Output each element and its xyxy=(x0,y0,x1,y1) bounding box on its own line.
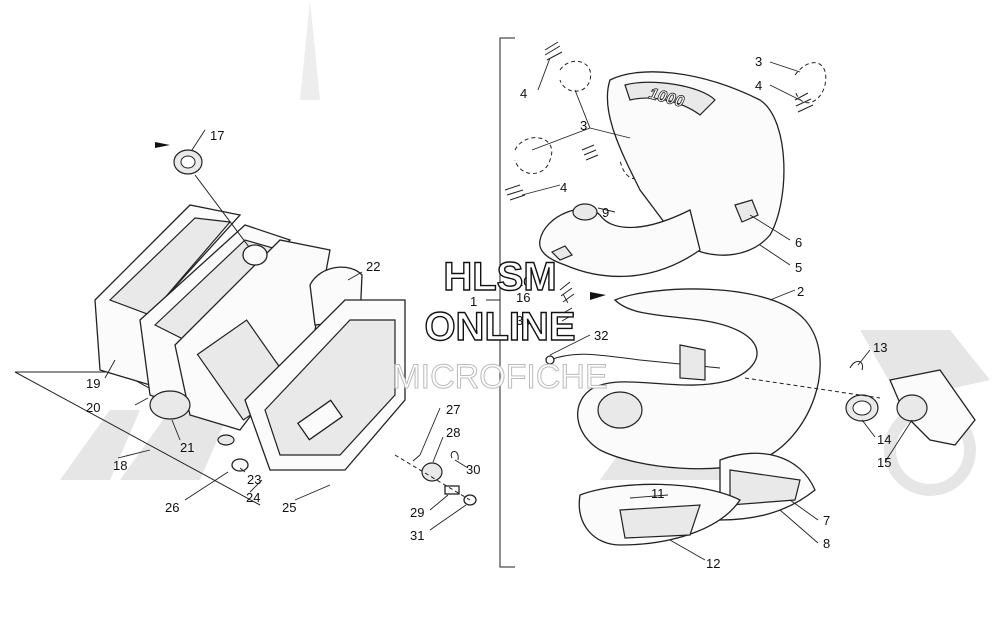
callout-24: 24 xyxy=(246,490,260,505)
callout-26: 26 xyxy=(165,500,179,515)
callout-4-left: 4 xyxy=(560,180,567,195)
part-26-grommet xyxy=(217,434,235,446)
watermark-microfiche: MICROFICHE xyxy=(392,358,607,396)
part-3-clamp-b xyxy=(514,137,553,174)
callout-15: 15 xyxy=(877,455,891,470)
part-28-grommet xyxy=(421,462,443,482)
callout-23: 23 xyxy=(247,472,261,487)
callout-31: 31 xyxy=(410,528,424,543)
callout-18: 18 xyxy=(113,458,127,473)
part-23-grommet xyxy=(231,458,249,472)
callout-11: 11 xyxy=(651,486,665,501)
callout-3-right: 3 xyxy=(755,54,762,69)
part-3-clamp-d xyxy=(794,62,827,103)
callout-27: 27 xyxy=(446,402,460,417)
air-silencer-assembly xyxy=(14,142,477,506)
pipe-9-gasket xyxy=(550,245,573,261)
part-8-insulation xyxy=(729,469,801,506)
watermark: HLSM ONLINE MICROFICHE xyxy=(392,254,608,396)
callout-2: 2 xyxy=(797,284,804,299)
callout-12: 12 xyxy=(706,556,720,571)
callout-20: 20 xyxy=(86,400,100,415)
part-2-expansion-chamber xyxy=(577,288,821,470)
part-10-spring xyxy=(559,281,575,303)
watermark-hlsm: HLSM xyxy=(443,255,556,299)
chamber-outlet xyxy=(597,391,643,429)
part-25-cover-face xyxy=(264,319,396,456)
part-4-spring-left xyxy=(504,184,526,201)
part-32-sensor-tip xyxy=(545,355,555,365)
callout-5: 5 xyxy=(795,260,802,275)
part-27-clip xyxy=(412,454,421,462)
callout-9: 9 xyxy=(602,205,609,220)
callout-3-mid: 3 xyxy=(580,118,587,133)
part-4-spring-mid xyxy=(581,144,599,161)
part-21-seal xyxy=(149,390,191,420)
callout-14: 14 xyxy=(877,432,891,447)
watermark-online: ONLINE xyxy=(424,305,575,349)
part-33-spring xyxy=(559,307,575,322)
callout-25: 25 xyxy=(282,500,296,515)
callout-6: 6 xyxy=(795,235,802,250)
chamber-bracket xyxy=(679,344,706,381)
callout-30: 30 xyxy=(466,462,480,477)
muffler-label-band xyxy=(624,81,716,116)
callout-22: 22 xyxy=(366,259,380,274)
callout-17: 17 xyxy=(210,128,224,143)
callout-19: 19 xyxy=(86,376,100,391)
part-30-clip xyxy=(450,451,459,461)
part-4-spring-top xyxy=(544,41,563,61)
callout-28: 28 xyxy=(446,425,460,440)
exhaust-assembly: 1000 xyxy=(486,37,976,568)
callout-4-top: 4 xyxy=(520,86,527,101)
part-17-cap-hole xyxy=(180,155,196,169)
arrow-marker-17 xyxy=(155,142,170,148)
callout-13: 13 xyxy=(873,340,887,355)
callout-1: 1 xyxy=(470,294,477,309)
leader-17-line xyxy=(194,174,256,256)
callout-7: 7 xyxy=(823,513,830,528)
part-3-clamp-a xyxy=(559,60,592,92)
part-12-insulation xyxy=(619,504,701,539)
group-1-bracket xyxy=(499,37,515,568)
manifold-axis xyxy=(744,377,881,399)
callout-10: 10 xyxy=(516,274,530,289)
cover-inlet xyxy=(296,399,344,441)
part-9-mid-pipe xyxy=(539,208,701,278)
callout-8: 8 xyxy=(823,536,830,551)
pipe-9-end xyxy=(572,203,598,221)
callout-4-right: 4 xyxy=(755,78,762,93)
callout-21: 21 xyxy=(180,440,194,455)
leader-lines xyxy=(104,57,913,561)
callout-16: 16 xyxy=(516,290,530,305)
hardware-axis xyxy=(394,454,471,501)
inlet-boot xyxy=(242,244,268,266)
part-32-sensor-cable xyxy=(549,353,721,369)
callout-labels: 17 22 19 20 21 18 23 24 25 26 27 28 30 2… xyxy=(86,54,891,571)
arrow-marker-16 xyxy=(590,292,606,300)
callout-29: 29 xyxy=(410,505,424,520)
callout-33: 33 xyxy=(516,313,530,328)
part-29-bolt xyxy=(444,485,460,495)
part-14-gasket-hole xyxy=(852,400,872,416)
manifold-port xyxy=(896,394,928,422)
callout-32: 32 xyxy=(594,328,608,343)
part-13-spring xyxy=(849,361,864,371)
